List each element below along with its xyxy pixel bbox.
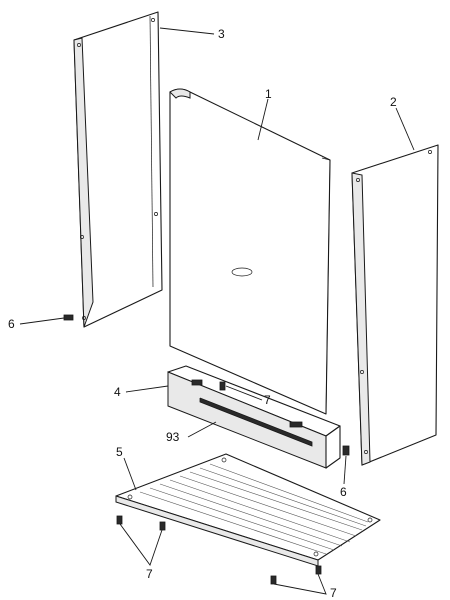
base-plate xyxy=(115,453,381,567)
callout-6-right: 6 xyxy=(340,485,347,499)
screw-base-3 xyxy=(270,575,277,585)
callout-4: 4 xyxy=(114,385,121,399)
screw-right xyxy=(342,445,350,456)
callout-7-bottom-left: 7 xyxy=(146,567,153,581)
lower-bracket xyxy=(167,365,341,469)
callout-93: 93 xyxy=(166,430,180,444)
screw-bracket xyxy=(219,381,226,391)
leader-3 xyxy=(159,27,215,35)
callout-7-bracket: 7 xyxy=(264,393,271,407)
leader-4 xyxy=(125,385,169,393)
leader-6-right xyxy=(343,455,347,485)
leader-7-bracket xyxy=(225,385,263,401)
left-side-panel xyxy=(73,11,163,328)
callout-7-bottom-right: 7 xyxy=(330,586,337,600)
callout-3: 3 xyxy=(218,27,225,41)
leader-7-bottom-right xyxy=(273,573,327,595)
callout-5: 5 xyxy=(116,445,123,459)
screw-left xyxy=(63,314,74,321)
leader-93 xyxy=(187,421,217,438)
leader-5 xyxy=(123,457,137,491)
screw-base-4 xyxy=(315,565,322,575)
leader-2 xyxy=(395,107,415,151)
front-panel xyxy=(169,88,331,415)
right-side-panel xyxy=(351,144,439,466)
leader-7-bottom-left xyxy=(119,523,163,566)
callout-1: 1 xyxy=(265,87,272,101)
leader-1 xyxy=(257,98,269,141)
screw-base-1 xyxy=(116,515,123,525)
screw-base-2 xyxy=(159,521,166,531)
leader-6-left xyxy=(19,317,65,325)
callout-6-left: 6 xyxy=(8,317,15,331)
callout-2: 2 xyxy=(390,95,397,109)
